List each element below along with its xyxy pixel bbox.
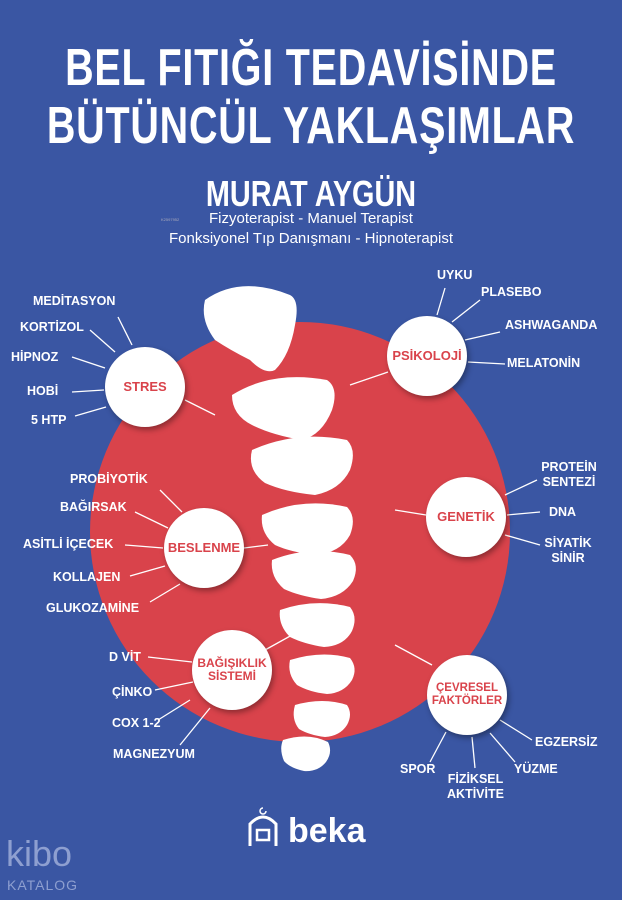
node-cevresel: ÇEVRESEL FAKTÖRLER <box>427 655 507 735</box>
title-line-2: BÜTÜNCÜL YAKLAŞIMLAR <box>46 97 576 155</box>
label-ashwaganda: ASHWAGANDA <box>505 318 598 332</box>
subtitle-line-2: Fonksiyonel Tıp Danışmanı - Hipnoterapis… <box>168 230 454 247</box>
node-beslenme: BESLENME <box>164 508 244 588</box>
label-meditasyon: MEDİTASYON <box>33 294 116 308</box>
label-fiziksel-aktivite: FİZİKSEL AKTİVİTE <box>447 772 504 801</box>
node-psikoloji: PSİKOLOJİ <box>387 316 467 396</box>
vertebrae <box>203 286 356 772</box>
subtitle-line-1: Fizyoterapist - Manuel Terapist <box>209 210 413 227</box>
label-bagirsak: BAĞIRSAK <box>60 500 127 514</box>
label-uyku: UYKU <box>437 268 473 282</box>
title-line-1: BEL FITIĞI TEDAVİSİNDE <box>65 39 557 97</box>
product-code: K2597952 <box>161 217 180 222</box>
label-glukozamine: GLUKOZAMİNE <box>46 601 140 615</box>
label-asitli-icecek: ASİTLİ İÇECEK <box>23 537 114 551</box>
publisher-name: beka <box>288 812 366 850</box>
publisher-logo-icon <box>248 807 278 846</box>
label-cox: COX 1-2 <box>112 716 161 730</box>
label-kortizol: KORTİZOL <box>20 320 84 334</box>
label-5htp: 5 HTP <box>31 413 67 427</box>
label-dna: DNA <box>549 505 577 519</box>
author-name: MURAT AYGÜN <box>205 173 417 214</box>
label-magnezyum: MAGNEZYUM <box>113 747 195 761</box>
node-bagisiklik: BAĞIŞIKLIK SİSTEMİ <box>192 630 272 710</box>
connector-lines <box>71 287 541 769</box>
watermark-brand: kibo <box>6 833 73 874</box>
label-protein-sentezi: PROTEİN SENTEZİ <box>541 460 597 489</box>
label-egzersiz: EGZERSİZ <box>535 735 598 749</box>
label-hipnoz: HİPNOZ <box>11 350 59 364</box>
label-spor: SPOR <box>400 762 436 776</box>
label-hobi: HOBİ <box>27 384 59 398</box>
label-yuzme: YÜZME <box>514 762 558 776</box>
label-d-vit: D VİT <box>109 650 141 664</box>
label-kollajen: KOLLAJEN <box>53 570 121 584</box>
label-cinko: ÇİNKO <box>112 685 153 699</box>
watermark-sub: KATALOG <box>7 877 79 893</box>
label-siyatik-sinir: SİYATİK SİNİR <box>544 536 592 565</box>
label-melatonin: MELATONİN <box>507 356 581 370</box>
node-stres: STRES <box>105 347 185 427</box>
node-genetik: GENETİK <box>426 477 506 557</box>
label-plasebo: PLASEBO <box>481 285 542 299</box>
label-probiyotik: PROBİYOTİK <box>70 472 148 486</box>
